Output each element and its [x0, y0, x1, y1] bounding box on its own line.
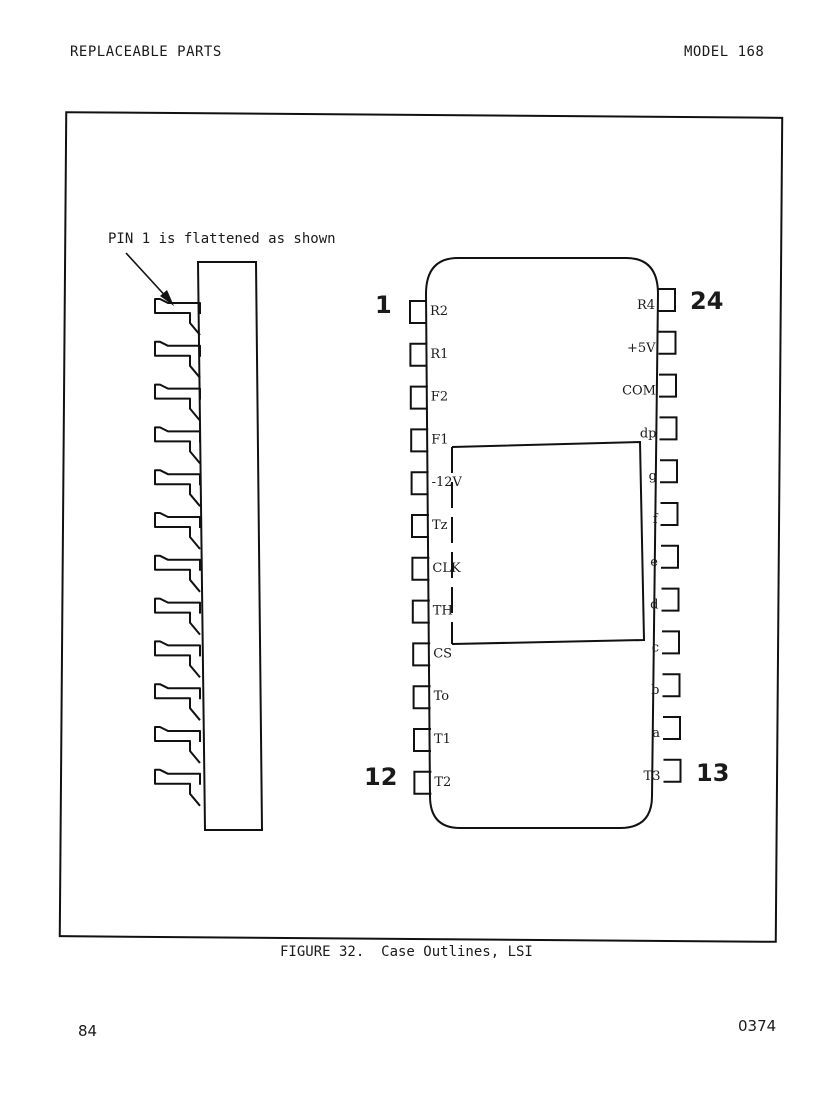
side-view-lead: [155, 470, 200, 506]
left-pin-label-5: -12V: [432, 475, 463, 490]
left-pin-label-12: T2: [434, 775, 451, 790]
right-pin-24: [658, 289, 675, 311]
left-pin-label-1: R2: [430, 304, 448, 319]
figure-caption: FIGURE 32. Case Outlines, LSI: [280, 944, 533, 960]
right-pin-label-23: +5V: [627, 341, 656, 356]
pin-number-12: 12: [364, 763, 397, 791]
right-pin-22: [659, 375, 676, 397]
right-pin-label-18: e: [650, 555, 658, 570]
right-pin-16: [662, 631, 679, 653]
package-body: [426, 258, 658, 828]
side-view-lead: [155, 427, 200, 463]
right-pin-21: [660, 417, 677, 439]
left-pin-3: [411, 387, 428, 409]
side-view-lead: [155, 727, 200, 763]
document-code: 0374: [738, 1017, 776, 1035]
right-pin-18: [661, 546, 678, 568]
left-pin-1: [410, 301, 427, 323]
left-pin-10: [414, 686, 431, 708]
side-view-lead: [155, 684, 200, 720]
right-pin-label-21: dp: [640, 426, 657, 441]
side-view-lead: [155, 385, 200, 421]
side-view-lead: [155, 342, 200, 378]
side-view-body: [198, 262, 262, 830]
side-view-lead: [155, 513, 200, 549]
right-pin-13: [664, 760, 681, 782]
right-pin-label-14: a: [652, 726, 660, 741]
right-pin-label-19: f: [653, 512, 659, 527]
left-pin-5: [412, 472, 429, 494]
pin-number-13: 13: [696, 759, 729, 787]
left-pin-8: [413, 601, 430, 623]
left-pin-label-3: F2: [431, 390, 448, 405]
left-pin-7: [412, 558, 429, 580]
side-view-package: [155, 262, 262, 830]
side-view-lead: [155, 299, 200, 335]
right-pin-label-15: b: [651, 683, 659, 698]
left-pin-11: [414, 729, 431, 751]
right-pin-15: [663, 674, 680, 696]
right-pin-label-22: COM: [622, 384, 656, 399]
die-outline: [452, 442, 644, 644]
left-pin-2: [410, 344, 427, 366]
right-pin-14: [663, 717, 680, 739]
right-pin-label-13: T3: [644, 769, 661, 784]
left-pin-label-10: To: [434, 689, 450, 704]
left-pin-label-2: R1: [430, 347, 448, 362]
right-pin-label-16: c: [652, 640, 659, 655]
right-pin-label-24: R4: [637, 298, 655, 313]
right-pin-20: [660, 460, 677, 482]
right-pin-23: [659, 332, 676, 354]
right-pin-19: [661, 503, 678, 525]
left-pin-6: [412, 515, 429, 537]
side-view-lead: [155, 556, 200, 592]
left-pin-label-7: CLK: [432, 561, 461, 576]
right-pin-label-17: d: [650, 598, 658, 613]
right-pin-label-20: g: [649, 469, 657, 484]
side-view-lead: [155, 599, 200, 635]
left-pin-4: [411, 429, 428, 451]
pin-number-1: 1: [375, 291, 392, 319]
left-pin-label-11: T1: [434, 732, 451, 747]
pin1-note: PIN 1 is flattened as shown: [108, 231, 336, 247]
pin-number-24: 24: [690, 287, 723, 315]
side-view-lead: [155, 770, 200, 806]
right-pin-17: [662, 589, 679, 611]
left-pin-label-9: CS: [433, 646, 452, 661]
side-view-lead: [155, 641, 200, 677]
left-pin-label-4: F1: [431, 432, 448, 447]
page-number: 84: [78, 1022, 97, 1040]
left-pin-label-8: TH: [433, 604, 453, 619]
left-pin-9: [413, 643, 430, 665]
left-pin-label-6: Tz: [432, 518, 448, 533]
